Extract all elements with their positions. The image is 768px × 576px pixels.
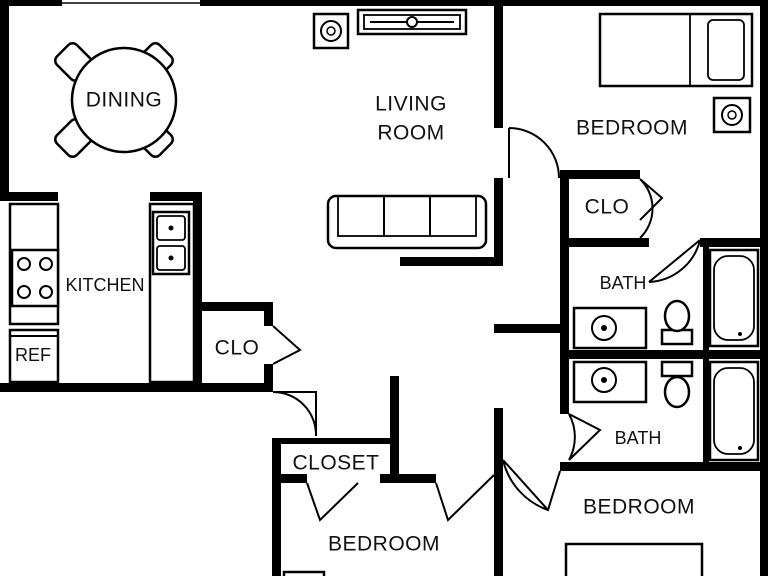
toilet-lower — [660, 360, 694, 409]
toilet-upper — [660, 299, 694, 346]
kitchen-sink — [151, 210, 191, 276]
bed-bottom-right — [564, 542, 704, 576]
label-bath-lower: BATH — [615, 428, 662, 448]
label-kitchen: KITCHEN — [65, 275, 144, 295]
dining-table — [54, 42, 178, 158]
bathtub-upper — [708, 248, 760, 348]
label-living-room-line2: ROOM — [377, 122, 444, 145]
label-bedroom-top-right: BEDROOM — [576, 117, 688, 140]
label-clo-right: CLO — [585, 196, 630, 219]
bed-bottom-center — [282, 570, 326, 576]
tv-console — [356, 8, 468, 36]
doors — [272, 127, 701, 522]
vanity-upper — [572, 306, 648, 350]
label-closet: CLOSET — [292, 452, 379, 475]
label-living-room-line1: LIVING — [375, 93, 447, 116]
nightstand-top-right — [712, 96, 752, 134]
stove — [10, 248, 60, 308]
label-dining: DINING — [86, 89, 163, 112]
label-ref: REF — [15, 345, 51, 365]
label-bedroom-bottom-right: BEDROOM — [583, 496, 695, 519]
label-clo-center: CLO — [215, 337, 260, 360]
bed-top-right — [598, 12, 754, 88]
label-bedroom-bottom-center: BEDROOM — [328, 533, 440, 556]
refrigerator — [8, 328, 60, 384]
vanity-lower — [572, 360, 648, 404]
label-bath-upper: BATH — [600, 273, 647, 293]
bathtub-lower — [708, 360, 760, 462]
speaker-living — [312, 12, 350, 50]
sofa — [326, 194, 488, 250]
room-labels: DINING LIVING ROOM BEDROOM CLO BATH BATH… — [15, 89, 695, 556]
